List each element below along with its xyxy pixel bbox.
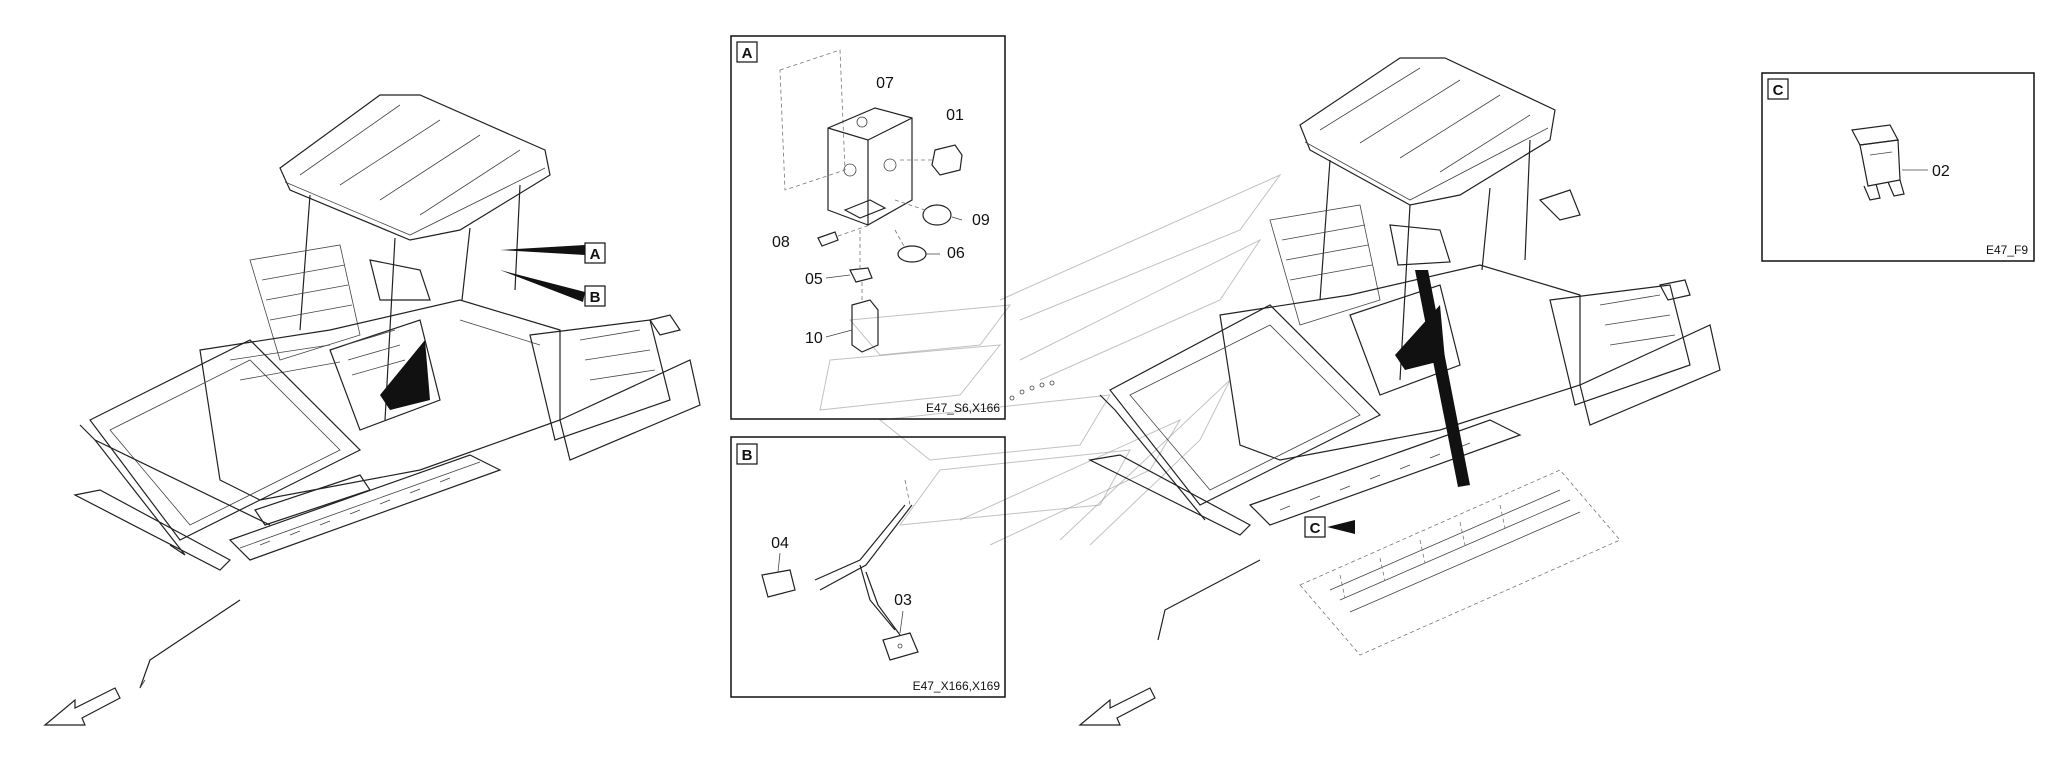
fuse-board bbox=[1299, 469, 1621, 656]
machine-overview-right bbox=[1078, 57, 1721, 726]
part-label: 04 bbox=[771, 535, 789, 552]
view-link-marks bbox=[1009, 380, 1055, 401]
part-label: 07 bbox=[876, 75, 894, 92]
callout-a-label: A bbox=[590, 246, 601, 263]
view-c-caption: E47_F9 bbox=[1986, 243, 2028, 257]
view-b-letter: B bbox=[742, 447, 753, 464]
watermark-logo bbox=[819, 173, 1282, 546]
part-label: 06 bbox=[947, 245, 965, 262]
part-label: 09 bbox=[972, 212, 990, 229]
part-label: 08 bbox=[772, 234, 790, 251]
part-label: 05 bbox=[805, 271, 823, 288]
part-label: 03 bbox=[894, 592, 912, 609]
callout-c-label: C bbox=[1310, 520, 1321, 537]
callout-b-left: B bbox=[500, 270, 606, 307]
detail-view-c: C 02 E47_F9 bbox=[1761, 72, 2035, 262]
part-label: 02 bbox=[1932, 163, 1950, 180]
part-label: 01 bbox=[946, 107, 964, 124]
callout-a-left: A bbox=[500, 242, 606, 264]
view-b-caption: E47_X166,X169 bbox=[913, 679, 1001, 693]
machine-overview-left bbox=[43, 94, 701, 726]
detail-view-b: B 04 03 E47_X166,X169 bbox=[730, 436, 1006, 698]
view-a-letter: A bbox=[742, 45, 753, 62]
part-label: 10 bbox=[805, 330, 823, 347]
view-c-letter: C bbox=[1773, 82, 1784, 99]
view-a-caption: E47_S6,X166 bbox=[926, 401, 1000, 415]
callout-c-right: C bbox=[1304, 516, 1355, 538]
detail-view-a: A 07 01 09 08 06 05 10 bbox=[730, 35, 1006, 420]
callout-b-label: B bbox=[590, 289, 601, 306]
